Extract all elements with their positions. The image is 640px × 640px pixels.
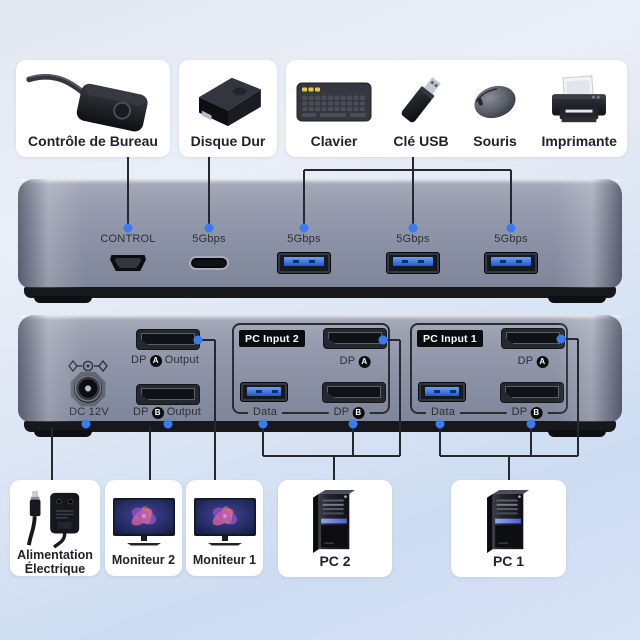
hard-drive-icon [187, 69, 269, 134]
remote-control-icon [24, 69, 162, 134]
pc-tower-icon [486, 489, 531, 554]
peripheral-usb-key: Clé USB [393, 69, 449, 149]
peripheral-keyboard: Clavier [296, 69, 372, 149]
pc1-data-port [418, 382, 466, 402]
pc-input-1-badge: PC Input 1 [417, 330, 483, 347]
monitor2-card: Moniteur 2 [105, 480, 182, 576]
hard-drive-card: Disque Dur [179, 60, 277, 157]
circled-letter: B [352, 406, 365, 419]
pc1-dp-a-port [501, 328, 565, 349]
circled-letter: A [358, 355, 371, 368]
controller-card: Contrôle de Bureau [16, 60, 170, 157]
dp-output-a-port [136, 329, 200, 350]
hard-drive-card-label: Disque Dur [190, 132, 266, 149]
printer-label: Imprimante [541, 132, 617, 149]
dock-front-panel: CONTROL 5Gbps 5Gbps 5Gbps 5Gbps [18, 179, 622, 303]
usb-a-port1-label: 5Gbps [287, 233, 321, 245]
peripheral-printer: Imprimante [542, 69, 617, 149]
usb-a-port-2 [386, 252, 440, 274]
pc1-data-label: Data [425, 406, 461, 419]
usb-a-port-3 [484, 252, 538, 274]
pc2-data-label: Data [247, 406, 283, 419]
device-foot [34, 296, 92, 303]
keyboard-label: Clavier [310, 132, 358, 149]
controller-card-label: Contrôle de Bureau [28, 132, 158, 149]
dp-output-b-port [136, 384, 200, 405]
circled-letter: B [151, 406, 164, 419]
usb-key-label: Clé USB [393, 132, 449, 149]
pc2-dp-b-port [322, 382, 386, 403]
peripheral-mouse: Souris [470, 69, 520, 149]
circled-letter: B [530, 406, 543, 419]
mouse-icon [470, 69, 520, 134]
pc-input-2-badge: PC Input 2 [239, 330, 305, 347]
usb-c-port [189, 256, 229, 270]
mini-usb-control-port [110, 255, 146, 271]
device-foot [548, 296, 606, 303]
dc-power-jack [70, 371, 106, 407]
monitor1-card-label: Moniteur 1 [192, 553, 257, 568]
peripherals-card: Clavier C [286, 60, 627, 157]
keyboard-icon [296, 69, 372, 134]
printer-icon [548, 69, 610, 134]
dc-port-label: DC 12V [69, 406, 109, 418]
power-card-label: Alimentation Électrique [17, 548, 93, 576]
pc1-dp-b-port [500, 382, 564, 403]
device-foot [548, 430, 606, 437]
device-foot [34, 430, 92, 437]
usb-a-port2-label: 5Gbps [396, 233, 430, 245]
pc2-card-label: PC 2 [319, 552, 351, 569]
usb-a-port-1 [277, 252, 331, 274]
pc2-data-port [240, 382, 288, 402]
device-base [24, 421, 616, 432]
monitor-icon [193, 489, 256, 554]
pc2-card: PC 2 [278, 480, 392, 577]
control-port-label: CONTROL [100, 233, 156, 245]
mouse-label: Souris [473, 132, 517, 149]
power-adapter-icon [20, 489, 90, 549]
usb-a-port3-label: 5Gbps [494, 233, 528, 245]
pc1-card-label: PC 1 [492, 552, 525, 569]
pc-tower-icon [313, 489, 357, 554]
polarity-icon [68, 359, 108, 373]
usb-stick-icon [399, 69, 443, 134]
monitor1-card: Moniteur 1 [186, 480, 263, 576]
circled-letter: A [149, 354, 162, 367]
pc2-dp-a-port [323, 328, 387, 349]
device-base [24, 287, 616, 298]
usb-c-port-label: 5Gbps [192, 233, 226, 245]
monitor2-card-label: Moniteur 2 [111, 553, 176, 568]
circled-letter: A [536, 355, 549, 368]
power-card: Alimentation Électrique [10, 480, 100, 576]
pc1-card: PC 1 [451, 480, 566, 577]
monitor-icon [112, 489, 175, 554]
